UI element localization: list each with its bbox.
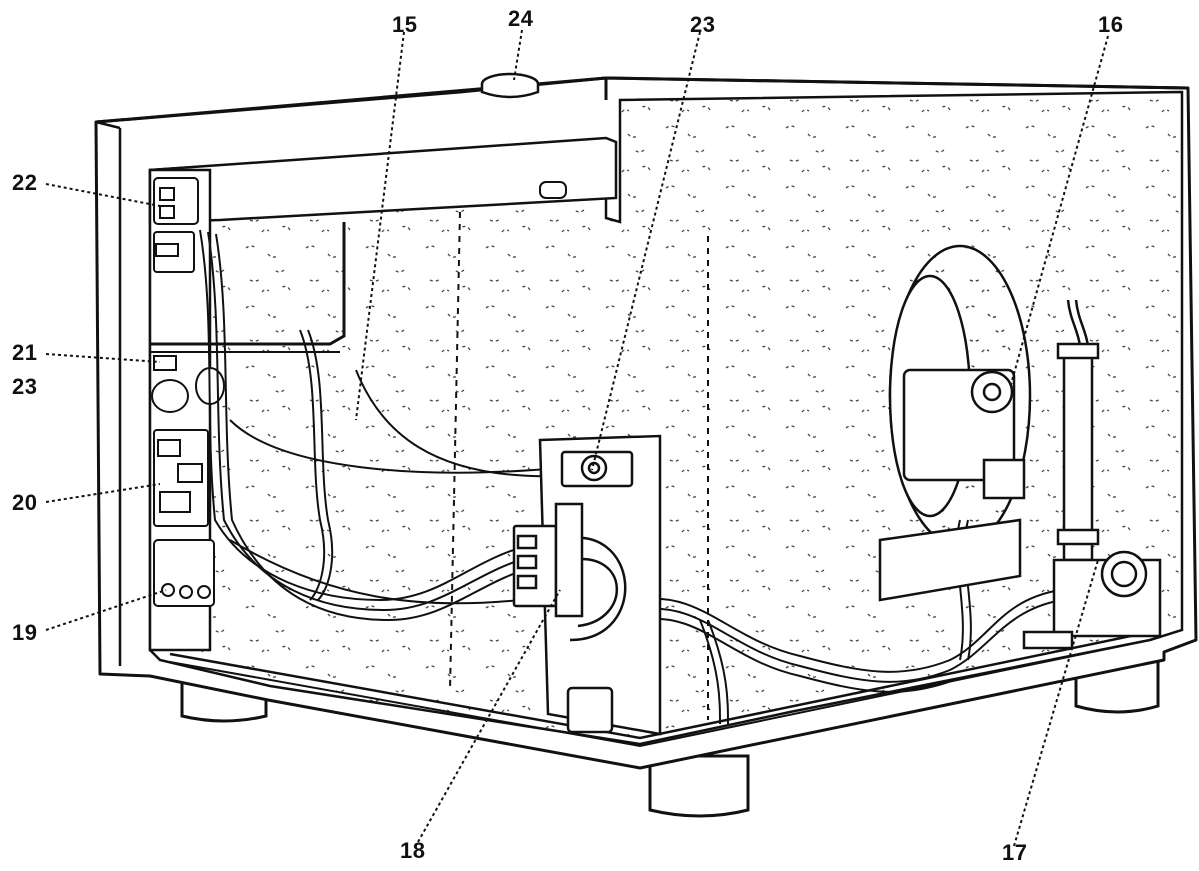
bottom-nut (566, 686, 614, 734)
callout-20: 20 (12, 490, 38, 515)
callout-17: 17 (1002, 840, 1028, 865)
leader-17 (1013, 559, 1099, 847)
leader-24 (513, 29, 523, 81)
component-21 (153, 355, 177, 371)
blower-bracket (878, 518, 1022, 602)
leader-15 (355, 31, 405, 421)
callout-23-left: 23 (12, 374, 38, 399)
callout-24: 24 (508, 6, 534, 31)
wire-harness (199, 229, 1063, 725)
top-nozzle (480, 72, 540, 99)
callout-16: 16 (1098, 12, 1124, 37)
foot-center (648, 754, 750, 818)
callout-18: 18 (400, 838, 426, 863)
leader-21 (45, 353, 161, 363)
filter-disc (559, 536, 627, 642)
left-panel-inner (95, 120, 122, 666)
callout-19: 19 (12, 620, 38, 645)
callout-15: 15 (392, 12, 418, 37)
leader-22 (45, 183, 161, 207)
component-knob (151, 379, 189, 413)
callout-22: 22 (12, 170, 38, 195)
leader-20 (45, 483, 161, 503)
component-18-bar (554, 502, 584, 618)
right-pipe (1022, 299, 1162, 650)
callout-23-top: 23 (690, 12, 716, 37)
cavity-dashes (449, 211, 709, 720)
base-lip (169, 630, 1151, 740)
leader-16 (1009, 35, 1109, 389)
leader-18 (417, 589, 561, 843)
leader-lines (45, 29, 1109, 847)
left-components (151, 177, 225, 607)
duct-slot (539, 181, 567, 199)
bracket-rail (150, 222, 346, 346)
callout-21: 21 (12, 340, 38, 365)
central-column (512, 434, 662, 736)
blower-assembly (878, 244, 1032, 602)
